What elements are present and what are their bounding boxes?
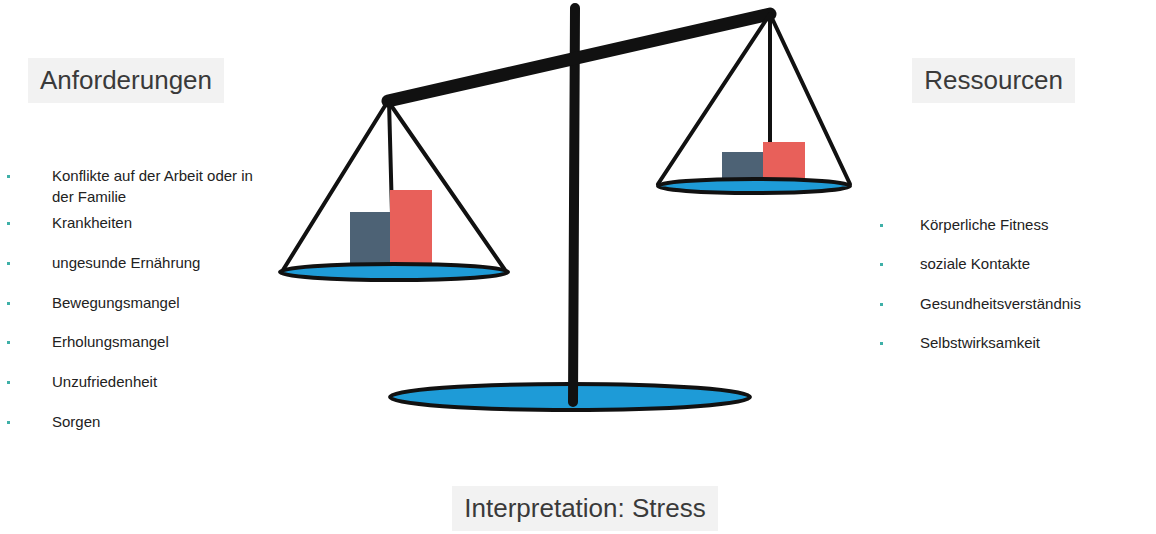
- list-item: Erholungsmangel: [52, 331, 277, 352]
- list-item: Selbstwirksamkeit: [920, 332, 1152, 353]
- heading-text: Anforderungen: [40, 64, 212, 97]
- heading-text: Ressourcen: [924, 64, 1063, 97]
- list-item: Gesundheitsverständnis: [920, 293, 1152, 314]
- list-item: Bewegungsmangel: [52, 292, 277, 313]
- heading-text: Interpretation: Stress: [464, 492, 705, 525]
- heading-box: Anforderungen: [28, 58, 224, 103]
- list-item: ungesunde Ernährung: [52, 252, 277, 273]
- list-item: soziale Kontakte: [920, 253, 1152, 274]
- list-item: Unzufriedenheit: [52, 371, 277, 392]
- list-item: Konflikte auf der Arbeit oder in der Fam…: [52, 165, 277, 207]
- list-item: Sorgen: [52, 411, 277, 432]
- bullet-marks: [7, 175, 883, 424]
- list-item: Körperliche Fitness: [920, 214, 1152, 235]
- list-item: Krankheiten: [52, 212, 277, 233]
- heading-box: Interpretation: Stress: [452, 486, 717, 531]
- heading-box: Ressourcen: [912, 58, 1075, 103]
